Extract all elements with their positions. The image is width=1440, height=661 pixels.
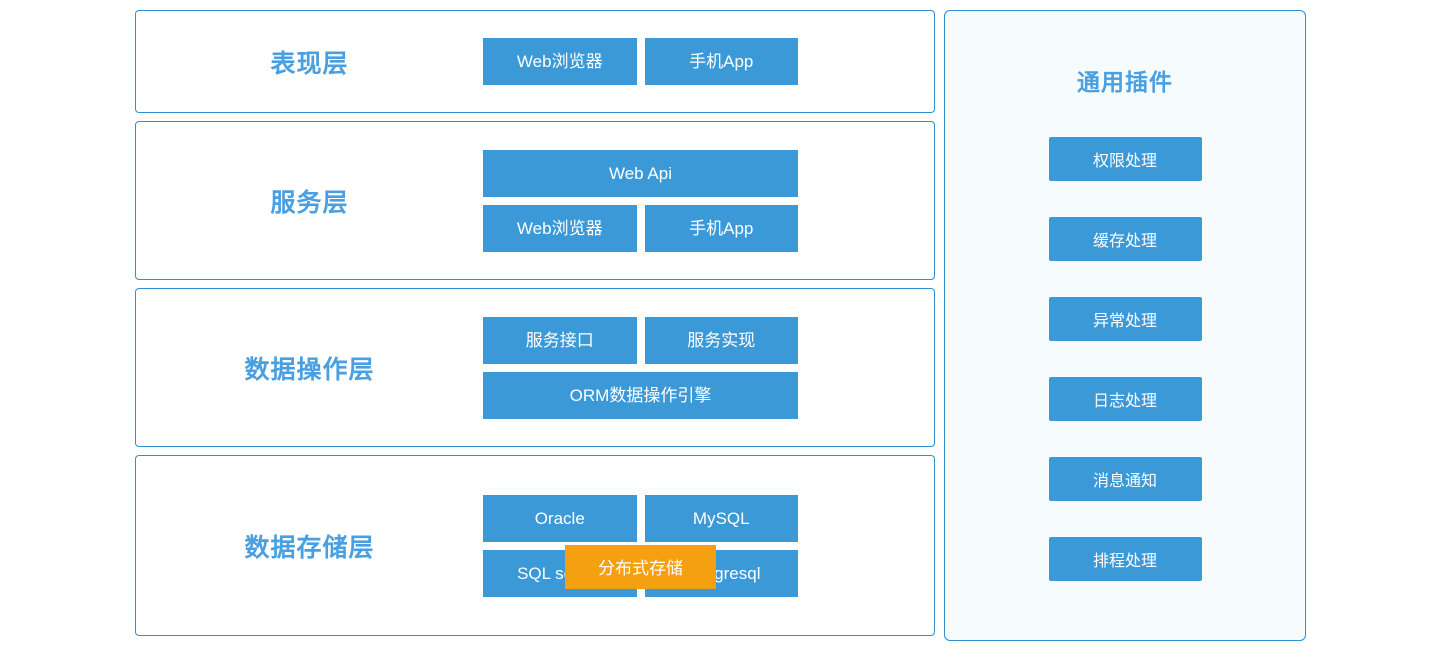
component-box[interactable]: 手机App (644, 38, 798, 85)
plugins-list: 权限处理 缓存处理 异常处理 日志处理 消息通知 排程处理 (1048, 137, 1202, 581)
layer-boxes: Web Api Web浏览器 手机App (483, 149, 798, 252)
box-row: Web浏览器 手机App (483, 204, 798, 252)
distributed-storage-highlight[interactable]: 分布式存储 (565, 544, 716, 589)
component-box[interactable]: 服务接口 (483, 316, 637, 364)
component-box[interactable]: Oracle (483, 494, 637, 542)
box-row: Oracle MySQL (483, 494, 798, 542)
box-row: Web Api (483, 149, 798, 197)
plugin-item[interactable]: 异常处理 (1048, 297, 1202, 341)
box-row: ORM数据操作引擎 (483, 371, 798, 419)
plugin-item[interactable]: 日志处理 (1048, 377, 1202, 421)
layer-service: 服务层 Web Api Web浏览器 手机App (135, 121, 935, 280)
plugin-item[interactable]: 消息通知 (1048, 457, 1202, 501)
component-box[interactable]: Web浏览器 (483, 204, 637, 252)
plugins-panel-title: 通用插件 (1077, 69, 1173, 95)
layer-title: 服务层 (270, 188, 349, 217)
component-box[interactable]: Web浏览器 (483, 38, 637, 85)
plugin-item[interactable]: 缓存处理 (1048, 217, 1202, 261)
plugin-item[interactable]: 权限处理 (1048, 137, 1202, 181)
component-box[interactable]: Web Api (483, 149, 798, 197)
box-row: Web浏览器 手机App (483, 38, 798, 85)
layer-title: 数据存储层 (244, 533, 375, 562)
component-box[interactable]: 服务实现 (644, 316, 798, 364)
layer-data-operation: 数据操作层 服务接口 服务实现 ORM数据操作引擎 (135, 288, 935, 447)
plugin-item[interactable]: 排程处理 (1048, 537, 1202, 581)
component-box[interactable]: MySQL (644, 494, 798, 542)
layer-title: 数据操作层 (244, 355, 375, 384)
layer-boxes: Web浏览器 手机App (483, 38, 798, 85)
layer-title: 表现层 (270, 49, 349, 78)
layer-presentation: 表现层 Web浏览器 手机App (135, 10, 935, 113)
plugins-panel: 通用插件 权限处理 缓存处理 异常处理 日志处理 消息通知 排程处理 (944, 10, 1306, 641)
layer-stack: 表现层 Web浏览器 手机App 服务层 Web Api Web浏览器 手机Ap… (135, 10, 935, 641)
component-box[interactable]: ORM数据操作引擎 (483, 371, 798, 419)
component-box[interactable]: 手机App (644, 204, 798, 252)
layer-boxes: Oracle MySQL SQL server postgresql 分布式存储 (483, 494, 798, 597)
layer-data-storage: 数据存储层 Oracle MySQL SQL server postgresql… (135, 455, 935, 636)
box-row: 服务接口 服务实现 (483, 316, 798, 364)
layer-boxes: 服务接口 服务实现 ORM数据操作引擎 (483, 316, 798, 419)
